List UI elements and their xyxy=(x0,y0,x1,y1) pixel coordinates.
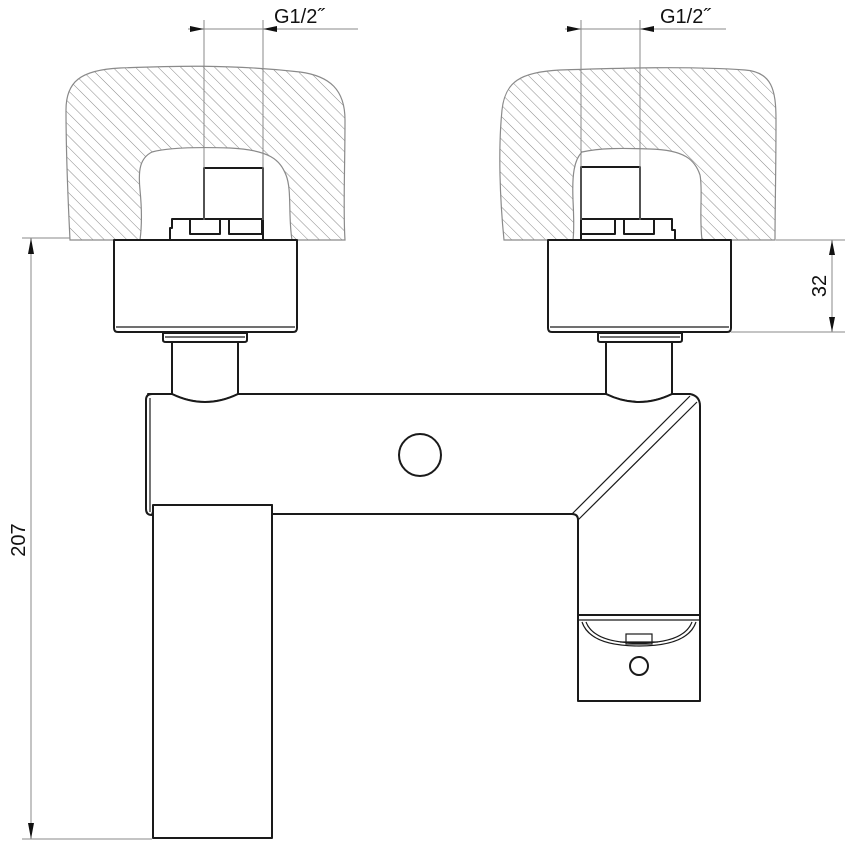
thread-dimension-right: G1/2˝ xyxy=(565,6,726,220)
escutcheon-left xyxy=(113,239,298,343)
connector-left xyxy=(171,341,239,403)
escutcheon-depth-label: 32 xyxy=(809,275,831,297)
escutcheon-right xyxy=(547,239,732,343)
threaded-inlet-left xyxy=(169,167,264,241)
thread-dimension-left: G1/2˝ xyxy=(188,6,358,220)
diverter-hole[interactable] xyxy=(629,656,649,676)
control-button[interactable] xyxy=(398,433,442,477)
thread-label-left: G1/2˝ xyxy=(274,6,325,28)
spout xyxy=(152,504,273,839)
escutcheon-depth-dimension: 32 xyxy=(731,239,845,333)
thread-label-right: G1/2˝ xyxy=(660,6,711,28)
wall-section-right xyxy=(499,67,777,241)
total-height-dimension: 207 xyxy=(8,237,152,840)
connector-right xyxy=(605,341,673,403)
threaded-inlet-right xyxy=(580,166,676,241)
total-height-label: 207 xyxy=(8,523,30,556)
wall-section-left xyxy=(65,65,346,241)
